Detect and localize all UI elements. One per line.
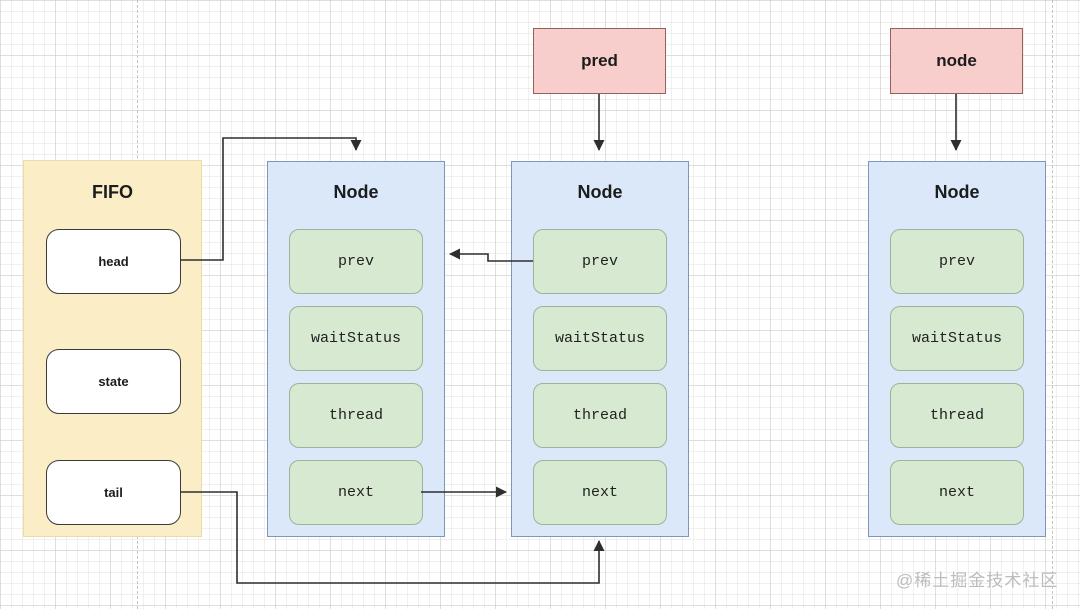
node2-container: Node prev waitStatus thread next <box>511 161 689 537</box>
fifo-field-state: state <box>46 349 181 414</box>
node1-container: Node prev waitStatus thread next <box>267 161 445 537</box>
fifo-field-tail: tail <box>46 460 181 525</box>
node3-field-prev: prev <box>890 229 1024 294</box>
node-pointer-box: node <box>890 28 1023 94</box>
node1-field-thread: thread <box>289 383 423 448</box>
node3-container: Node prev waitStatus thread next <box>868 161 1046 537</box>
node2-field-next-label: next <box>581 484 618 501</box>
pred-pointer-label: pred <box>581 51 618 70</box>
fifo-field-head-label: head <box>98 254 129 269</box>
node3-field-next-label: next <box>938 484 975 501</box>
node2-field-waitstatus: waitStatus <box>533 306 667 371</box>
node2-field-prev-label: prev <box>581 253 618 270</box>
fifo-field-head: head <box>46 229 181 294</box>
node3-field-waitstatus-label: waitStatus <box>911 330 1002 347</box>
fifo-field-state-label: state <box>98 374 129 389</box>
node1-field-waitstatus: waitStatus <box>289 306 423 371</box>
node3-field-thread-label: thread <box>929 407 984 424</box>
node3-field-prev-label: prev <box>938 253 975 270</box>
node1-field-waitstatus-label: waitStatus <box>310 330 401 347</box>
node2-field-next: next <box>533 460 667 525</box>
node3-field-next: next <box>890 460 1024 525</box>
page-break-line-right <box>1052 0 1053 609</box>
node3-field-waitstatus: waitStatus <box>890 306 1024 371</box>
node2-field-waitstatus-label: waitStatus <box>554 330 645 347</box>
node3-title: Node <box>934 182 980 202</box>
node2-title: Node <box>577 182 623 202</box>
fifo-field-tail-label: tail <box>104 485 123 500</box>
node2-field-thread-label: thread <box>572 407 627 424</box>
node1-title: Node <box>333 182 379 202</box>
node1-field-next-label: next <box>337 484 374 501</box>
juejin-watermark: @稀土掘金技术社区 <box>896 571 1059 590</box>
node3-field-thread: thread <box>890 383 1024 448</box>
node1-field-thread-label: thread <box>328 407 383 424</box>
node1-field-next: next <box>289 460 423 525</box>
fifo-container: FIFO head state tail <box>23 160 202 537</box>
pred-pointer-box: pred <box>533 28 666 94</box>
node2-field-thread: thread <box>533 383 667 448</box>
node1-field-prev-label: prev <box>337 253 374 270</box>
node-pointer-label: node <box>936 51 977 70</box>
fifo-title: FIFO <box>92 182 133 202</box>
node1-field-prev: prev <box>289 229 423 294</box>
node2-field-prev: prev <box>533 229 667 294</box>
